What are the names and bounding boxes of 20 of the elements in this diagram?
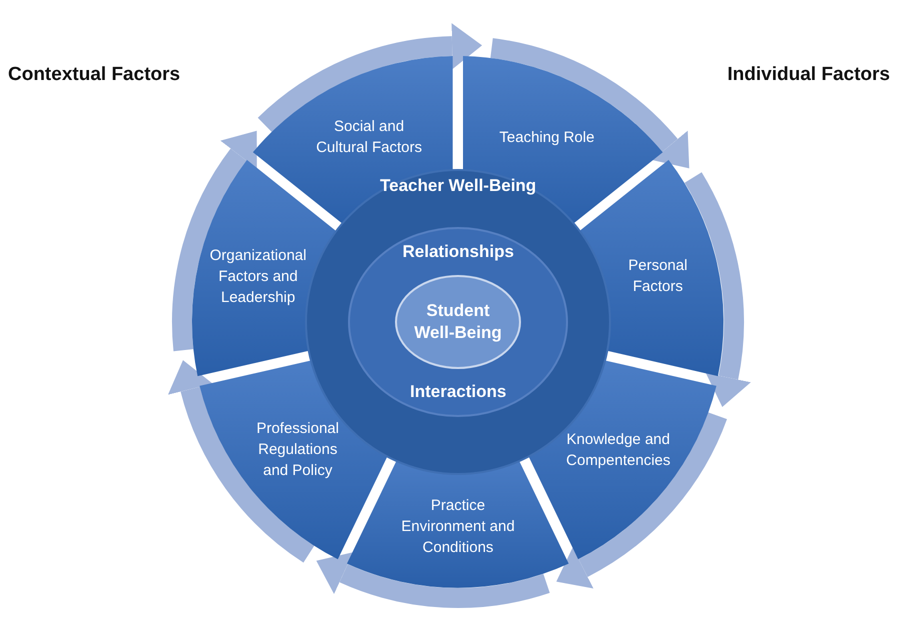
ring-label: Student Well-Being	[413, 300, 503, 344]
segment-label: Knowledge and Compentencies	[565, 430, 672, 471]
segment-label: Practice Environment and Conditions	[400, 496, 516, 558]
cycle-arrow	[172, 130, 258, 351]
segment-label: Teaching Role	[498, 128, 596, 148]
cycle-arrow	[557, 412, 727, 588]
side-heading: Individual Factors	[727, 64, 890, 86]
cycle-arrow	[168, 360, 315, 562]
segment-label: Personal Factors	[627, 256, 688, 298]
segment-label: Professional Regulations and Policy	[255, 419, 340, 482]
ring-label: Teacher Well-Being	[380, 175, 536, 197]
cycle-arrow	[684, 172, 752, 408]
cycle-arrow	[258, 23, 482, 132]
ring-label: Relationships	[402, 241, 514, 263]
cycle-arrow	[490, 38, 691, 168]
cycle-arrow	[316, 552, 550, 608]
ring-label: Interactions	[410, 381, 506, 403]
segment-label: Social and Cultural Factors	[315, 117, 423, 158]
segment-label: Organizational Factors and Leadership	[208, 246, 308, 308]
side-heading: Contextual Factors	[8, 64, 180, 86]
